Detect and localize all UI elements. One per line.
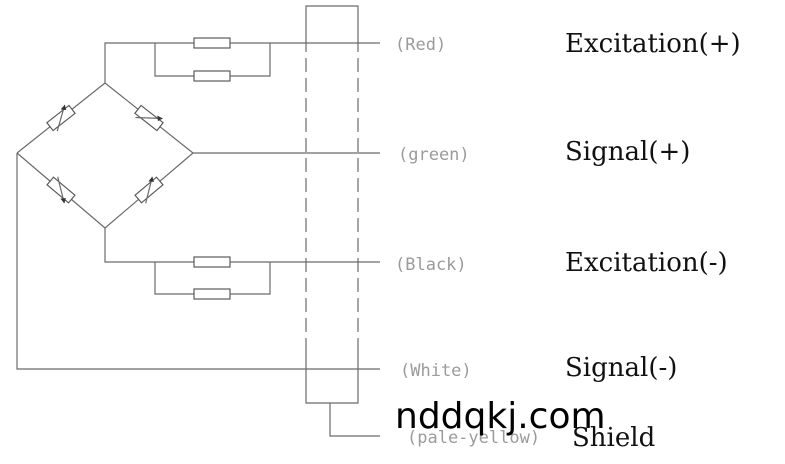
strain-gauge-bottom-right [134, 176, 164, 204]
function-label-signal-minus: Signal(-) [565, 353, 677, 383]
bridge [16, 82, 194, 229]
function-label-excitation-plus: Excitation(+) [565, 29, 741, 59]
signal-minus-wire [16, 153, 380, 370]
resistor-top-2 [193, 70, 231, 82]
strain-gauge-bottom-left [46, 176, 76, 204]
resistor-bottom-1 [193, 256, 231, 268]
function-label-excitation-minus: Excitation(-) [565, 248, 728, 278]
top-compensation-network [104, 37, 380, 83]
wire-color-label-red: (Red) [395, 35, 446, 55]
bottom-compensation-network [104, 228, 380, 300]
wire-color-label-black: (Black) [395, 255, 467, 275]
resistor-top-1 [193, 37, 231, 49]
wire-color-label-green: (green) [398, 145, 470, 165]
function-label-signal-plus: Signal(+) [565, 137, 690, 167]
cable-shield [305, 5, 380, 437]
wire-color-label-white: (White) [400, 361, 472, 381]
shield-drain-wire [329, 403, 380, 437]
strain-gauge-top-right [134, 104, 164, 132]
watermark-text: nddqkj.com [395, 396, 606, 437]
resistor-bottom-2 [193, 288, 231, 300]
strain-gauge-top-left [46, 104, 76, 132]
wire-color-label-pale-yellow: (pale-yellow) [407, 428, 540, 448]
function-label-shield: Shield [572, 423, 655, 453]
